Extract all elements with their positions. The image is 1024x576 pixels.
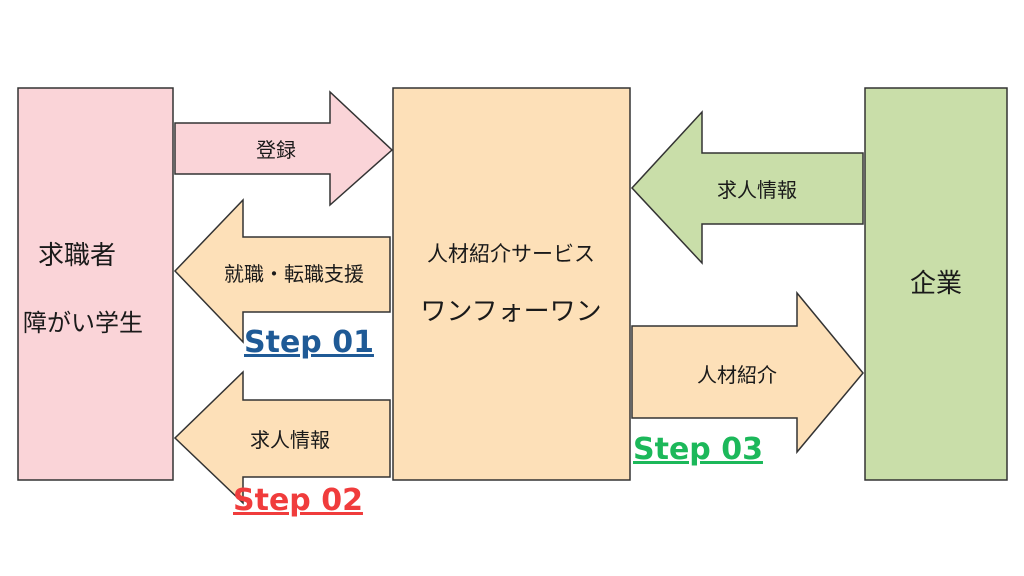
agency-box [392, 87, 631, 481]
company-label: 企業 [910, 269, 962, 299]
company-box [864, 87, 1008, 481]
agency-name: ワンフォーワン [420, 297, 601, 327]
job-info-from-company-arrow [630, 110, 864, 265]
referral-label: 人材紹介 [697, 363, 777, 387]
jobseeker-box [17, 87, 174, 481]
register-arrow [174, 90, 394, 207]
job-info-to-seeker-label: 求人情報 [250, 428, 330, 452]
referral-arrow [631, 290, 864, 455]
jobseeker-title: 求職者 [38, 241, 116, 271]
agency-title: 人材紹介サービス [427, 242, 595, 266]
register-label: 登録 [256, 138, 296, 162]
step01-label: Step 01 [244, 325, 374, 360]
support-label: 就職・転職支援 [224, 262, 364, 286]
support-arrow [173, 198, 391, 344]
job-info-from-company-label: 求人情報 [717, 178, 797, 202]
step02-label: Step 02 [233, 483, 363, 518]
step03-label: Step 03 [633, 432, 763, 467]
job-info-to-seeker-arrow [173, 370, 391, 505]
jobseeker-subtitle: 障がい学生 [23, 309, 143, 337]
